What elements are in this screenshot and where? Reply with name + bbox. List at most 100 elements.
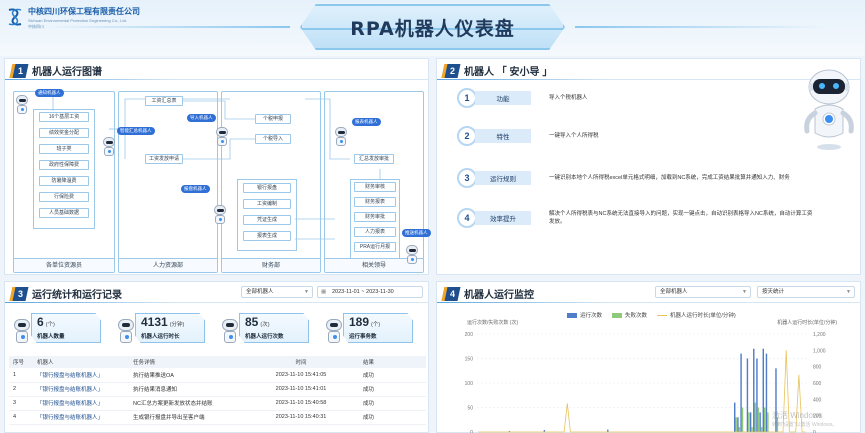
chart-legend: 运行次数 失败次数 机器人运行时长(单位/分钟) xyxy=(567,311,736,319)
y-tick-label-right: 600 xyxy=(813,381,822,387)
cell-time: 2023-11-10 15:41:05 xyxy=(239,368,359,383)
panel-divider xyxy=(437,79,860,80)
robot-filter-select[interactable]: 全部机器人▼ xyxy=(655,286,751,298)
y-tick-label-right: 1,000 xyxy=(813,348,826,354)
flow-node: 行保险费 xyxy=(39,192,89,202)
bar-runs xyxy=(740,353,742,432)
bar-fails xyxy=(764,407,766,432)
flow-node: 人员基础数据 xyxy=(39,208,89,218)
robot-filter-select[interactable]: 全部机器人▼ xyxy=(241,286,313,298)
feature-row: 4 效率提升 解决个人所得税表与NC系统无法直接导入的问题，实现一键点击，自动识… xyxy=(457,207,814,229)
bar-runs xyxy=(753,348,755,432)
cell-robot: 「银行报盘与结账机器人」 xyxy=(33,382,129,397)
legend-label: 运行次数 xyxy=(580,313,603,319)
page-title: RPA机器人仪表盘 xyxy=(350,17,515,40)
feature-tag: 运行规则 xyxy=(475,171,531,185)
cell-result: 成功 xyxy=(359,396,426,411)
feature-text: 解决个人所得税表与NC系统无法直接导入的问题，实现一键点击，自动识别表格导入NC… xyxy=(549,211,813,225)
bar-fails xyxy=(767,412,769,432)
cell-task: 执行结果推送OA xyxy=(129,368,239,383)
flow-node: 工资编制 xyxy=(243,199,291,209)
cell-robot: 「银行报盘与结账机器人」 xyxy=(33,368,129,383)
legend-swatch xyxy=(567,312,577,318)
table-row[interactable]: 1 「银行报盘与结账机器人」 执行结果推送OA 2023-11-10 15:41… xyxy=(9,368,426,383)
bot-tag: 通知机器人 xyxy=(35,89,64,97)
stat-label: 机器人数量 xyxy=(37,334,65,340)
header-deco-left xyxy=(40,26,290,28)
run-log-table: 序号 机器人 任务详情 时间 结果 1 「银行报盘与结账机器人」 执行结果推送O… xyxy=(9,356,426,425)
date-range-picker[interactable]: ▦ 2023-11-01 ~ 2023-11-30 xyxy=(317,286,423,298)
column-frame-hr: 人力资源部 xyxy=(118,91,218,273)
chevron-down-icon: ▼ xyxy=(846,289,851,295)
panel-title: 运行统计和运行记录 xyxy=(32,290,122,301)
y-tick-label: 200 xyxy=(465,332,474,338)
robot-mascot-icon xyxy=(804,69,854,150)
bar-fails xyxy=(748,412,750,432)
y-tick-label: 100 xyxy=(465,381,474,387)
company-name-en: Sichuan Environmental Protection Enginee… xyxy=(28,18,127,23)
y-tick-label-right: 1,200 xyxy=(813,332,826,338)
stat-value: 6(个) xyxy=(37,315,55,329)
y-tick-label-right: 400 xyxy=(813,397,822,403)
stat-mode-select[interactable]: 按天统计▼ xyxy=(757,286,855,298)
robot-icon xyxy=(100,137,118,159)
cell-index: 2 xyxy=(9,382,33,397)
legend-item[interactable]: 失败次数 xyxy=(612,311,647,319)
y-tick-label: 150 xyxy=(465,357,474,363)
date-start: 2023-11-01 xyxy=(332,289,360,295)
bar-runs xyxy=(734,402,736,432)
column-label-finance: 财务部 xyxy=(222,258,320,272)
robot-icon xyxy=(219,319,241,345)
robot-icon xyxy=(332,127,350,149)
flow-node: 报表生成 xyxy=(243,231,291,241)
feature-number: 3 xyxy=(457,168,477,188)
flow-node: 凭证生成 xyxy=(243,215,291,225)
bar-runs xyxy=(543,430,546,432)
stat-value: 189(个) xyxy=(349,315,381,329)
bar-runs xyxy=(759,412,761,432)
cell-robot: 「银行报盘与结账机器人」 xyxy=(33,410,129,425)
stat-frame xyxy=(31,313,101,343)
flow-node: 工资汇总表 xyxy=(145,96,183,106)
bot-tag: 导入机器人 xyxy=(187,114,216,122)
line-duration xyxy=(478,350,806,433)
node-group-leaders xyxy=(350,179,400,259)
y-tick-label-right: 800 xyxy=(813,365,822,371)
col-header: 任务详情 xyxy=(129,356,239,368)
robot-icon xyxy=(403,245,421,267)
cell-index: 1 xyxy=(9,368,33,383)
header-bar: 中核四川环保工程有限责任公司 Sichuan Environmental Pro… xyxy=(0,0,865,56)
node-group-units xyxy=(33,109,95,229)
panel-divider xyxy=(5,79,428,80)
bar-runs xyxy=(746,358,749,432)
column-label-hr: 人力资源部 xyxy=(119,258,217,272)
legend-item[interactable]: 机器人运行时长(单位/分钟) xyxy=(657,311,736,319)
bar-fails xyxy=(776,417,779,432)
run-stats-panel: 3 运行统计和运行记录 全部机器人▼ ▦ 2023-11-01 ~ 2023-1… xyxy=(4,281,429,433)
bar-runs xyxy=(775,368,777,432)
company-logo: 中核四川环保工程有限责任公司 Sichuan Environmental Pro… xyxy=(6,6,140,30)
cell-result: 成功 xyxy=(359,382,426,397)
cell-task: 执行结果消息通知 xyxy=(129,382,239,397)
legend-item[interactable]: 运行次数 xyxy=(567,311,602,319)
bot-tag: 智能汇总机器人 xyxy=(117,127,155,135)
calendar-icon: ▦ xyxy=(321,289,327,295)
table-row[interactable]: 3 「银行报盘与结账机器人」 NC汇总方案更新发放状态并结账 2023-11-1… xyxy=(9,396,426,411)
cell-task: NC汇总方案更新发放状态并结账 xyxy=(129,396,239,411)
robot-icon xyxy=(213,127,231,149)
flow-node: 个税申报 xyxy=(255,114,291,124)
table-row[interactable]: 2 「银行报盘与结账机器人」 执行结果消息通知 2023-11-10 15:41… xyxy=(9,382,426,397)
stat-value: 4131(分钟) xyxy=(141,315,185,329)
bar-fails xyxy=(738,427,741,432)
title-plate: RPA机器人仪表盘 xyxy=(300,4,565,50)
flow-node: 绩效奖金分配 xyxy=(39,128,89,138)
cell-time: 2023-11-10 15:41:01 xyxy=(239,382,359,397)
windows-activation-watermark: 激活 Windows 转到"设置"以激活 Windows。 xyxy=(772,411,838,428)
y-tick-label: 50 xyxy=(467,406,473,412)
stat-value: 85(次) xyxy=(245,315,270,329)
bar-fails xyxy=(741,407,744,432)
bar-runs xyxy=(737,417,739,432)
table-row[interactable]: 4 「银行报盘与结账机器人」 生成银行报盘并导出至客户端 2023-11-10 … xyxy=(9,410,426,425)
panel-number-badge: 3 xyxy=(9,286,29,301)
cell-index: 3 xyxy=(9,396,33,411)
